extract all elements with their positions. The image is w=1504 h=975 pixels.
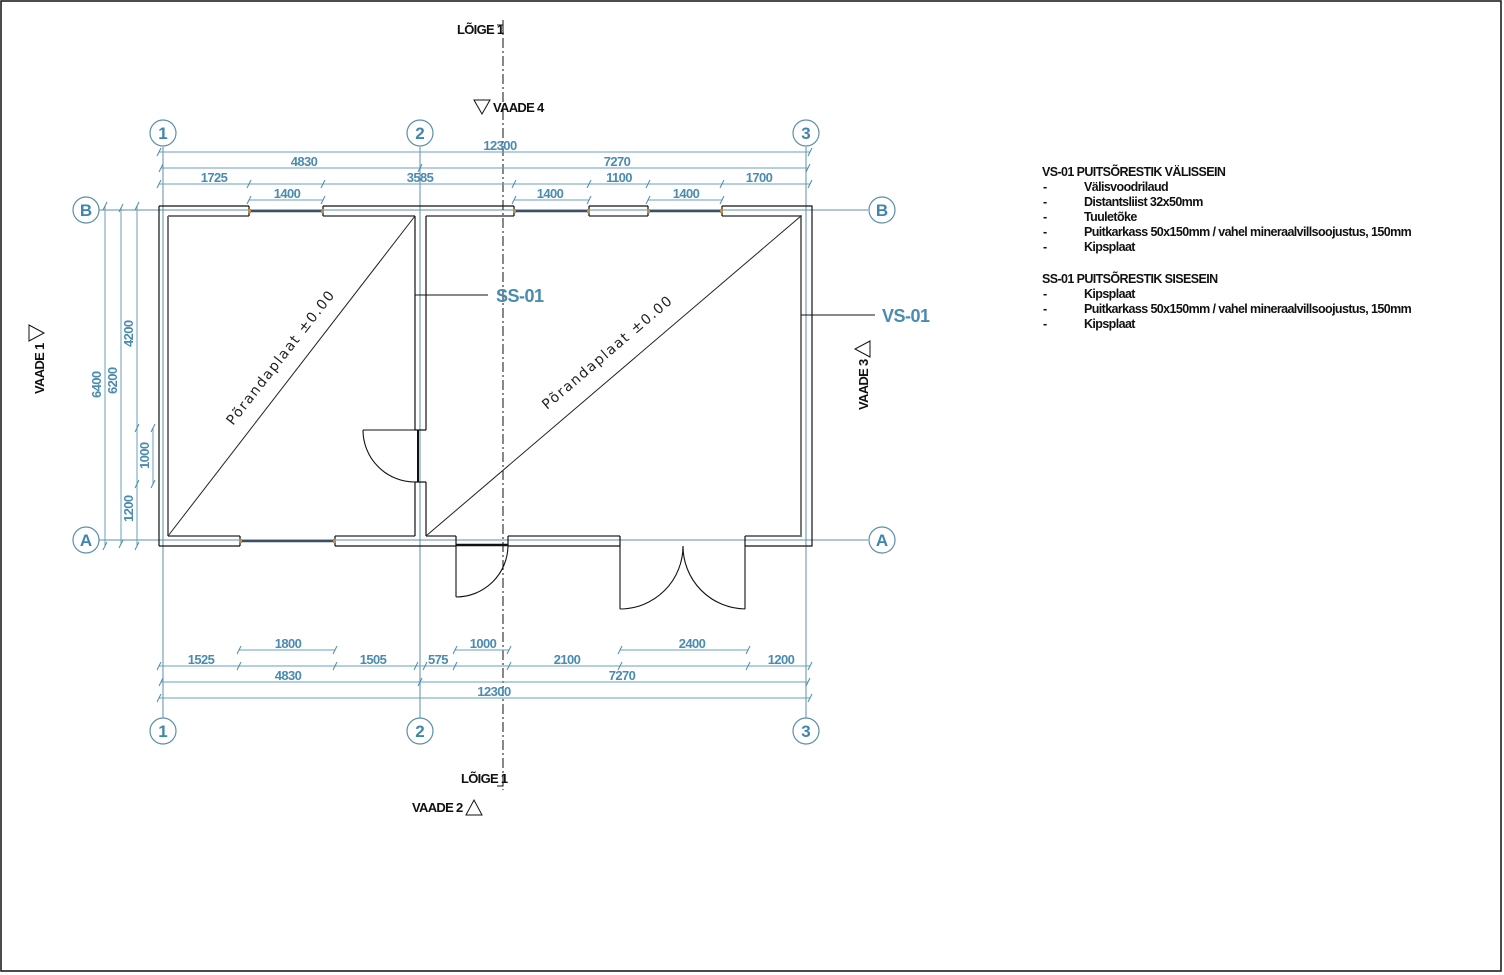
dim-top-window-3: 1400	[673, 186, 700, 201]
dim-bottom-1505: 1505	[360, 652, 387, 667]
view-4-label: VAADE 4	[493, 100, 545, 115]
dim-left-1000: 1000	[137, 442, 152, 469]
view-2-label: VAADE 2	[412, 800, 463, 815]
grid-label-b-left: B	[80, 201, 92, 220]
dim-left-6400: 6400	[89, 371, 104, 398]
wall-tag-vs-01: VS-01	[882, 306, 930, 326]
dim-top-1700: 1700	[746, 170, 773, 185]
view-4-triangle-icon	[473, 99, 491, 116]
grid-bubble-1-top	[149, 119, 177, 147]
legend-title-ss-01: SS-01 PUITSÕRESTIK SISESEIN	[1042, 271, 1218, 286]
dim-top-overall: 12300	[483, 138, 517, 153]
legend-item: Puitkarkass 50x150mm / vahel mineraalvil…	[1084, 225, 1412, 239]
door-interior	[362, 429, 416, 483]
dim-top-4830: 4830	[291, 154, 318, 169]
legend-item: Puitkarkass 50x150mm / vahel mineraalvil…	[1084, 302, 1412, 316]
legend-bullet: -	[1043, 302, 1047, 316]
dim-bottom-1800: 1800	[275, 636, 302, 651]
grid-label-2-top: 2	[415, 124, 424, 143]
dim-bottom-4830: 4830	[275, 668, 302, 683]
windows	[241, 209, 721, 543]
legend-bullet: -	[1043, 317, 1047, 331]
grid-bubble-3-top	[792, 119, 820, 147]
grid-bubble-1-bottom	[149, 717, 177, 745]
dim-left-4200: 4200	[121, 320, 136, 347]
legend-bullet: -	[1043, 225, 1047, 239]
grid-bubbles	[72, 119, 896, 745]
dimension-lines	[104, 151, 810, 699]
interior-wall	[414, 216, 427, 536]
grid-label-2-bottom: 2	[415, 722, 424, 741]
section-marker-bottom	[497, 774, 504, 787]
legend-bullet: -	[1043, 240, 1047, 254]
dim-bottom-7270: 7270	[609, 668, 636, 683]
dim-left-1200: 1200	[121, 495, 136, 522]
legend-bullet: -	[1043, 287, 1047, 301]
dim-top-window-2: 1400	[537, 186, 564, 201]
dim-bottom-575: 575	[428, 652, 448, 667]
grid-bubble-b-left	[72, 196, 100, 224]
dim-top-1725: 1725	[201, 170, 228, 185]
view-1-label: VAADE 1	[32, 343, 47, 394]
grid-label-a-right: A	[876, 531, 888, 550]
dim-bottom-1200: 1200	[768, 652, 795, 667]
dim-bottom-2100: 2100	[554, 652, 581, 667]
legend-item: Distantsliist 32x50mm	[1084, 195, 1203, 209]
dim-top-window-gap: 1100	[606, 170, 632, 185]
legend-item: Kipsplaat	[1084, 317, 1136, 331]
grid-label-3-top: 3	[801, 124, 810, 143]
door-entrance	[455, 545, 509, 598]
view-3-triangle-icon	[853, 340, 871, 358]
doors	[362, 429, 746, 610]
grid-bubble-2-bottom	[406, 717, 434, 745]
dim-bottom-overall: 12300	[477, 684, 511, 699]
view-1-triangle-icon	[28, 324, 46, 342]
exterior-wall-outer	[158, 205, 813, 547]
legend: VS-01 PUITSÕRESTIK VÄLISSEIN - Välisvood…	[1042, 164, 1412, 331]
dim-top-7270: 7270	[604, 154, 631, 169]
legend-bullet: -	[1043, 195, 1047, 209]
dim-bottom-1525: 1525	[188, 652, 215, 667]
wall-tag-ss-01: SS-01	[496, 286, 544, 306]
legend-item: Tuuletõke	[1084, 210, 1137, 224]
legend-title-vs-01: VS-01 PUITSÕRESTIK VÄLISSEIN	[1042, 164, 1226, 179]
legend-bullet: -	[1043, 180, 1047, 194]
grid-label-b-right: B	[876, 201, 888, 220]
grid-bubble-b-right	[868, 196, 896, 224]
dim-bottom-1000: 1000	[470, 636, 497, 651]
double-door	[619, 545, 746, 610]
window-frame-markers	[239, 209, 723, 543]
grid-bubble-a-right	[868, 526, 896, 554]
view-3-label: VAADE 3	[856, 359, 871, 410]
floor-diagonals	[167, 215, 802, 537]
room-label-left: Põrandaplaat ±0.00	[224, 287, 339, 428]
dim-top-window-1: 1400	[274, 186, 301, 201]
legend-item: Välisvoodrilaud	[1084, 180, 1168, 194]
grid-label-1-top: 1	[158, 124, 167, 143]
grid-bubble-3-bottom	[792, 717, 820, 745]
section-marker-top	[497, 24, 504, 35]
section-label-top: LÕIGE 1	[457, 22, 504, 37]
legend-bullet: -	[1043, 210, 1047, 224]
dim-top-3585: 3585	[407, 170, 434, 185]
door-jambs-bottom	[455, 536, 746, 546]
grid-bubble-2-top	[406, 119, 434, 147]
grid-label-a-left: A	[80, 531, 92, 550]
exterior-wall-inner	[167, 215, 802, 537]
dimension-ticks	[102, 147, 813, 703]
section-label-bottom: LÕIGE 1	[461, 771, 508, 786]
view-2-triangle-icon	[465, 798, 483, 816]
legend-item: Kipsplaat	[1084, 287, 1136, 301]
legend-item: Kipsplaat	[1084, 240, 1136, 254]
grid-lines	[99, 147, 868, 718]
dim-bottom-2400: 2400	[679, 636, 706, 651]
room-label-right: Põrandaplaat ±0.00	[539, 292, 676, 413]
dim-left-6200: 6200	[105, 367, 120, 394]
grid-label-3-bottom: 3	[801, 722, 810, 741]
grid-bubble-a-left	[72, 526, 100, 554]
grid-label-1-bottom: 1	[158, 722, 167, 741]
